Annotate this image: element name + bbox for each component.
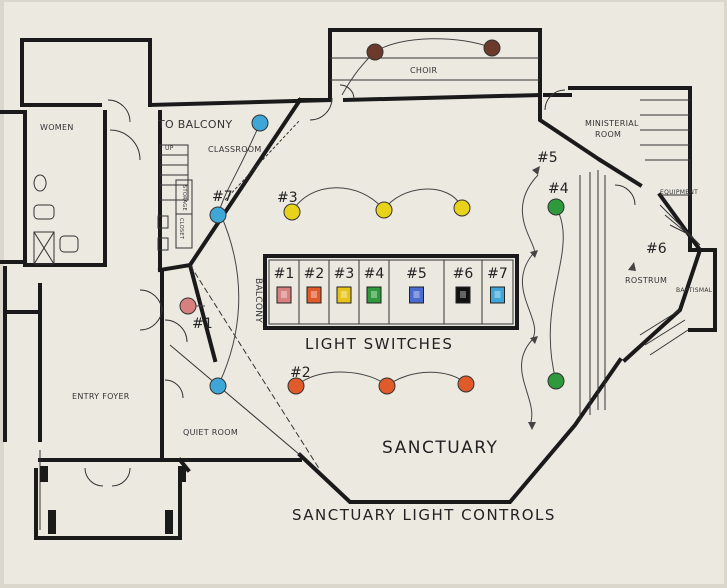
zone3-light bbox=[453, 199, 471, 217]
left-wing-walls bbox=[0, 38, 333, 540]
switch-toggle[interactable] bbox=[409, 286, 424, 304]
light-switch-4[interactable]: #4 bbox=[358, 260, 385, 324]
zone-label-3: #3 bbox=[277, 190, 298, 206]
room-label-closet: CLOSET bbox=[178, 218, 184, 240]
zone1-light bbox=[179, 297, 197, 315]
switch-toggle-knob bbox=[281, 291, 287, 298]
room-label-storage: STORAGE bbox=[181, 185, 187, 211]
zone6-light bbox=[366, 43, 384, 61]
zone3-light bbox=[283, 203, 301, 221]
zone-label-5: #5 bbox=[537, 150, 558, 166]
switch-toggle[interactable] bbox=[306, 286, 322, 304]
zone-label-7: #7 bbox=[212, 189, 233, 205]
zone-labels: #1 #2 #3 #4 #5 #6 #7 bbox=[192, 150, 667, 381]
room-label-room: ROOM bbox=[595, 130, 621, 139]
switch-toggle[interactable] bbox=[490, 286, 505, 304]
left-wing-details bbox=[33, 99, 193, 534]
zone7-light bbox=[209, 206, 227, 224]
zone2-light bbox=[287, 377, 305, 395]
switch-label: #3 bbox=[334, 266, 355, 282]
direction-markers bbox=[528, 166, 636, 430]
light-switch-2[interactable]: #2 bbox=[298, 260, 325, 324]
zone6-light bbox=[483, 39, 501, 57]
room-label-classroom: CLASSROOM bbox=[208, 145, 262, 154]
diagram-title: SANCTUARY LIGHT CONTROLS bbox=[292, 506, 556, 524]
switch-toggle-knob bbox=[341, 291, 347, 298]
room-label-rostrum: ROSTRUM bbox=[625, 276, 667, 285]
room-label-to-balcony: TO BALCONY bbox=[157, 118, 232, 131]
room-label-up: UP bbox=[165, 145, 174, 152]
room-label-ministerial: MINISTERIAL bbox=[585, 119, 639, 128]
zone4-light bbox=[547, 372, 565, 390]
room-label-balcony: BALCONY bbox=[253, 278, 263, 323]
switch-label: #6 bbox=[453, 266, 474, 282]
room-label-entry-foyer: ENTRY FOYER bbox=[72, 392, 130, 401]
room-label-light-switches: LIGHT SWITCHES bbox=[305, 335, 453, 353]
switch-toggle-knob bbox=[371, 291, 377, 298]
switch-toggle-knob bbox=[413, 291, 420, 298]
switch-toggle[interactable] bbox=[336, 286, 352, 304]
light-switch-5[interactable]: #5 bbox=[388, 260, 427, 324]
switch-toggle[interactable] bbox=[276, 286, 292, 304]
zone7-light bbox=[209, 377, 227, 395]
zone7-light bbox=[251, 114, 269, 132]
light-switch-6[interactable]: #6 bbox=[443, 260, 474, 324]
zone-label-2: #2 bbox=[290, 365, 311, 381]
zone-label-6: #6 bbox=[646, 241, 667, 257]
switch-label: #7 bbox=[487, 266, 508, 282]
switch-label: #5 bbox=[406, 266, 427, 282]
room-label-sanctuary: SANCTUARY bbox=[382, 438, 498, 458]
room-label-choir: CHOIR bbox=[410, 66, 437, 75]
switch-toggle[interactable] bbox=[366, 286, 382, 304]
zone4-light bbox=[547, 198, 565, 216]
switch-toggle-knob bbox=[460, 291, 466, 298]
room-label-baptismal: BAPTISMAL bbox=[676, 287, 713, 294]
switch-label: #2 bbox=[304, 266, 325, 282]
light-switch-panel: #1 #2 #3 #4 #5 #6 #7 bbox=[263, 254, 519, 330]
switch-toggle-knob bbox=[311, 291, 317, 298]
zone-label-4: #4 bbox=[548, 181, 569, 197]
room-label-women: WOMEN bbox=[40, 123, 74, 132]
room-label-quiet-room: QUIET ROOM bbox=[183, 428, 238, 437]
room-label-equipment: EQUIPMENT bbox=[660, 189, 698, 196]
switch-toggle-knob bbox=[494, 291, 501, 298]
switch-label: #1 bbox=[274, 266, 295, 282]
light-switch-3[interactable]: #3 bbox=[328, 260, 355, 324]
switch-toggle[interactable] bbox=[455, 286, 471, 304]
light-switch-1[interactable]: #1 bbox=[274, 266, 295, 304]
switch-label: #4 bbox=[364, 266, 385, 282]
zone3-light bbox=[375, 201, 393, 219]
sanctuary-details bbox=[169, 57, 701, 471]
zone2-light bbox=[457, 375, 475, 393]
room-labels: WOMEN TO BALCONY UP CLASSROOM STORAGE CL… bbox=[40, 66, 713, 458]
light-switch-7[interactable]: #7 bbox=[481, 260, 508, 324]
lights bbox=[179, 39, 565, 395]
zone2-light bbox=[378, 377, 396, 395]
zone-label-1: #1 bbox=[192, 316, 213, 332]
